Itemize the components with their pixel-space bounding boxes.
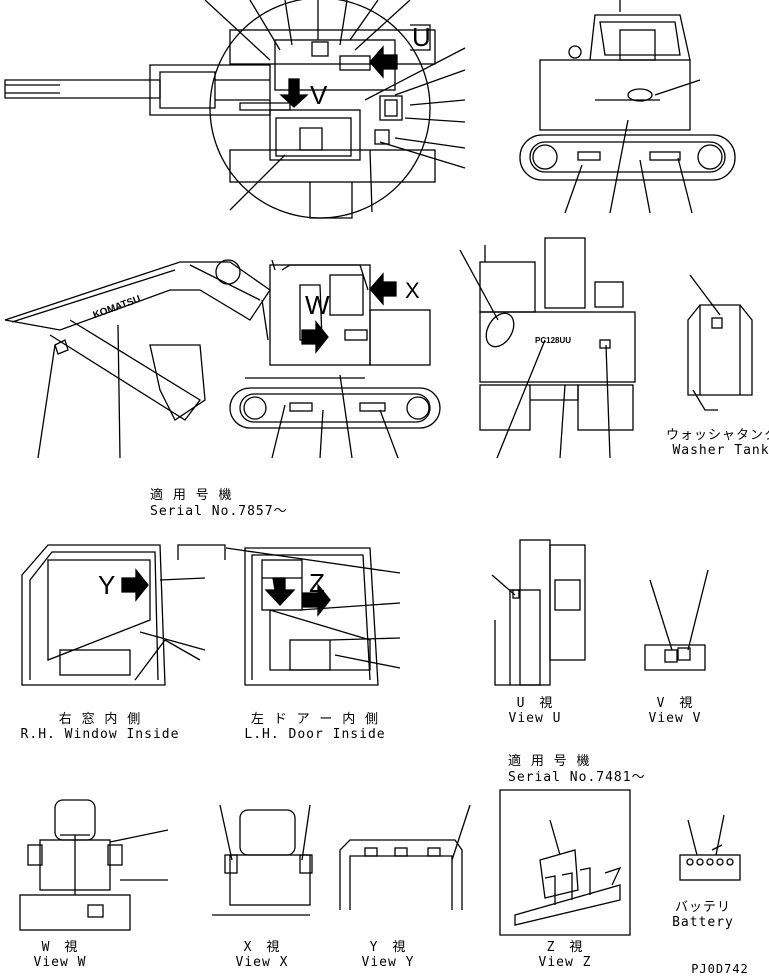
rear-view <box>459 237 636 459</box>
view-y <box>339 804 471 910</box>
letter-w: W <box>305 290 330 320</box>
view-u <box>491 539 586 686</box>
letter-x: X <box>405 278 420 303</box>
model-decal: PC128UU <box>535 336 572 345</box>
view-w <box>19 799 169 931</box>
letter-u: U <box>412 22 431 52</box>
view-z <box>499 789 631 936</box>
battery <box>679 814 741 881</box>
side-view-right <box>519 0 736 214</box>
washer-tank <box>687 274 753 411</box>
lh-door-inside <box>225 547 401 686</box>
letter-z: Z <box>309 568 325 598</box>
view-x <box>212 804 313 916</box>
side-view-left <box>4 259 441 459</box>
view-v <box>644 569 709 671</box>
drawing-code: PJ0D742 <box>691 962 749 976</box>
rh-window-inside <box>21 544 226 686</box>
letter-y: Y <box>98 570 116 600</box>
letter-v: V <box>310 80 328 110</box>
top-view <box>4 0 466 219</box>
